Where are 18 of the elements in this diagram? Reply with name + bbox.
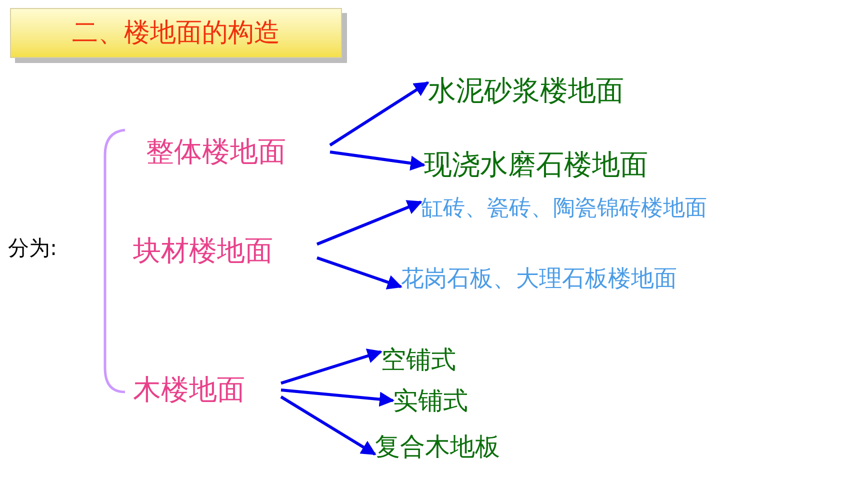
text-label: 空铺式 — [381, 344, 456, 375]
arrow — [330, 150, 426, 171]
arrow — [280, 388, 394, 407]
arrow — [280, 348, 382, 385]
arrow — [329, 81, 430, 146]
text-label: 缸砖、瓷砖、陶瓷锦砖楼地面 — [421, 195, 707, 223]
text-label: 实铺式 — [393, 385, 468, 416]
text-label: 花岗石板、大理石板楼地面 — [401, 265, 677, 294]
text-label: 块材楼地面 — [133, 234, 317, 268]
text-label: 木楼地面 — [133, 373, 281, 407]
text-label: 分为: — [8, 238, 58, 259]
text-label: 水泥砂浆楼地面 — [428, 74, 624, 108]
text-label: 整体楼地面 — [146, 135, 330, 169]
arrow — [316, 256, 402, 290]
arrow — [280, 396, 376, 456]
text-label: 现浇水磨石楼地面 — [424, 148, 648, 182]
text-label: 复合木地板 — [375, 431, 500, 462]
arrow — [316, 200, 422, 246]
